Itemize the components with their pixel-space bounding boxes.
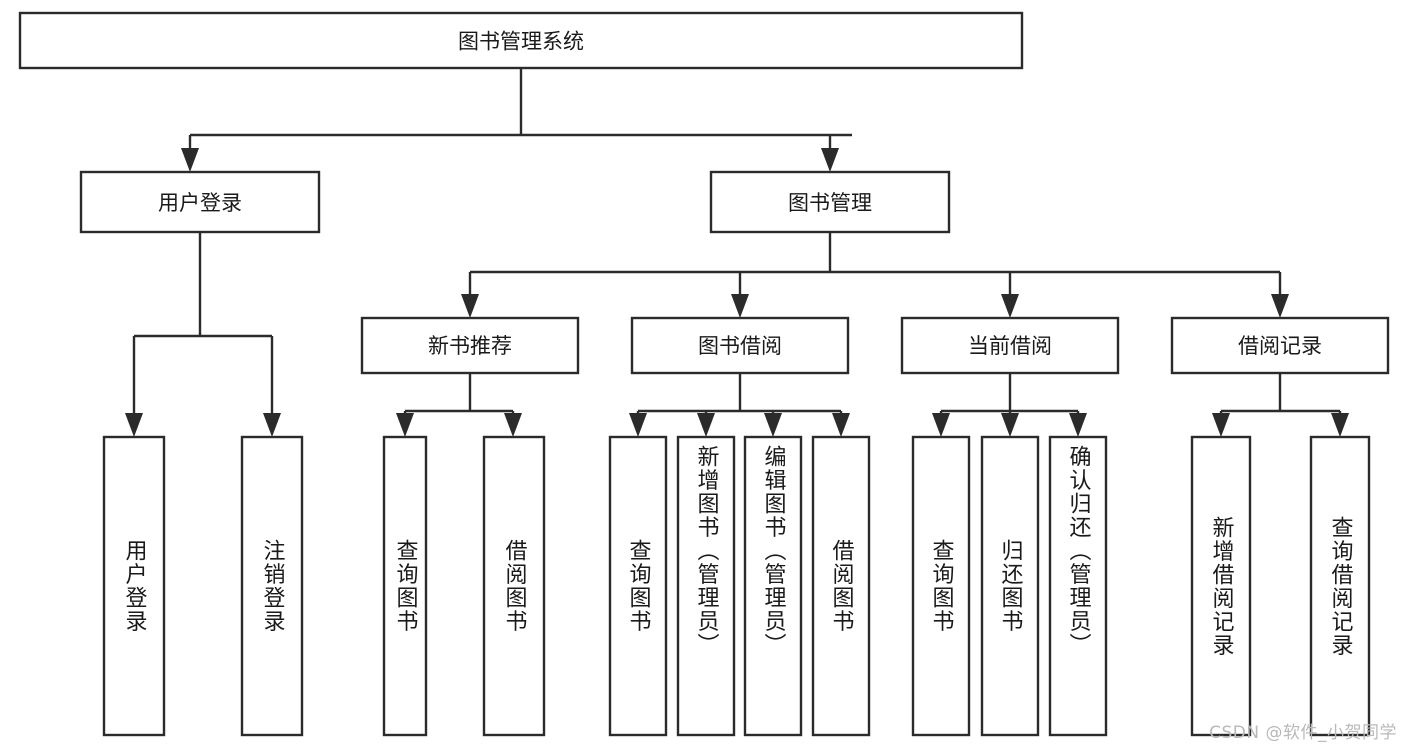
node-current-borrow-label: 当前借阅 [968, 334, 1052, 358]
connector-new-book-recommend-to-leaves [396, 373, 522, 437]
leaf-query-book-nr-box[interactable] [382, 435, 428, 737]
node-current-borrow-box [900, 316, 1120, 375]
arrow-head-icon [731, 294, 749, 318]
leaf-confirm-return-admin-box[interactable] [1048, 435, 1108, 737]
connector-user-login-to-leaves [125, 232, 281, 437]
node-book-management[interactable]: 图书管理 [709, 170, 951, 234]
leaf-query-borrow-record-box[interactable] [1309, 435, 1371, 737]
connector-current-borrow-to-leaves [932, 373, 1087, 437]
arrow-head-icon [832, 413, 850, 437]
arrow-head-icon [461, 294, 479, 318]
node-book-borrow-label: 图书借阅 [698, 334, 782, 358]
arrow-head-icon [764, 413, 782, 437]
leaf-query-book-bb-box[interactable] [608, 435, 668, 737]
arrow-head-icon [181, 148, 199, 172]
node-new-book-recommend-box [360, 316, 580, 375]
node-book-borrow[interactable]: 图书借阅 [630, 316, 850, 375]
node-book-management-label: 图书管理 [788, 191, 872, 215]
arrow-head-icon [932, 413, 950, 437]
node-root[interactable]: 图书管理系统 [18, 11, 1024, 70]
node-new-book-recommend[interactable]: 新书推荐 [360, 316, 580, 375]
connector-book-borrow-to-leaves [629, 373, 850, 437]
arrow-head-icon [821, 148, 839, 172]
leaf-user-login-box[interactable] [102, 435, 166, 737]
node-borrow-record-label: 借阅记录 [1238, 334, 1322, 358]
watermark: CSDN @软件_小贺同学 [1209, 723, 1397, 743]
connector-book-management-to-level3 [461, 232, 1289, 318]
arrow-head-icon [1331, 413, 1349, 437]
arrow-head-icon [629, 413, 647, 437]
arrow-head-icon [504, 413, 522, 437]
node-user-login-label: 用户登录 [158, 191, 242, 215]
arrow-head-icon [263, 413, 281, 437]
leaf-query-book-cb-box[interactable] [911, 435, 971, 737]
node-borrow-record[interactable]: 借阅记录 [1170, 316, 1390, 375]
arrow-head-icon [1212, 413, 1230, 437]
node-new-book-recommend-label: 新书推荐 [428, 334, 512, 358]
connector-borrow-record-to-leaves [1212, 373, 1349, 437]
leaf-borrow-book-bb-box[interactable] [811, 435, 871, 737]
node-root-box [18, 11, 1024, 70]
leaf-edit-book-admin-box[interactable] [743, 435, 803, 737]
arrow-head-icon [396, 413, 414, 437]
arrow-head-icon [1271, 294, 1289, 318]
leaf-logout-box[interactable] [240, 435, 304, 737]
arrow-head-icon [697, 413, 715, 437]
node-root-label: 图书管理系统 [458, 30, 584, 54]
connector-root-to-level2 [181, 68, 852, 172]
arrow-head-icon [1069, 413, 1087, 437]
node-user-login[interactable]: 用户登录 [79, 170, 321, 234]
arrow-head-icon [125, 413, 143, 437]
leaf-add-book-admin-box[interactable] [676, 435, 736, 737]
leaf-return-book-box[interactable] [980, 435, 1040, 737]
leaf-borrow-book-nr-box[interactable] [482, 435, 546, 737]
arrow-head-icon [1001, 294, 1019, 318]
leaf-add-borrow-record-box[interactable] [1190, 435, 1252, 737]
node-user-login-box [79, 170, 321, 234]
arrow-head-icon [1001, 413, 1019, 437]
node-current-borrow[interactable]: 当前借阅 [900, 316, 1120, 375]
